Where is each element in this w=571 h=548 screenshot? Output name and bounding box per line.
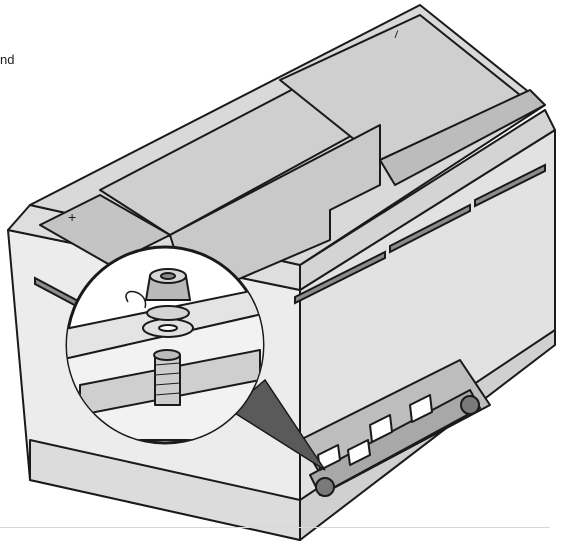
- detail-magnifier: [65, 245, 265, 445]
- vent-slots: [34, 163, 546, 310]
- nut-and-washer: [125, 268, 194, 338]
- battery-lid: [29, 4, 546, 301]
- hold-down-bracket: [299, 359, 491, 497]
- caption-fragment: nd: [0, 52, 15, 67]
- bottom-divider: [0, 527, 550, 528]
- positive-terminal-label: +: [68, 209, 76, 225]
